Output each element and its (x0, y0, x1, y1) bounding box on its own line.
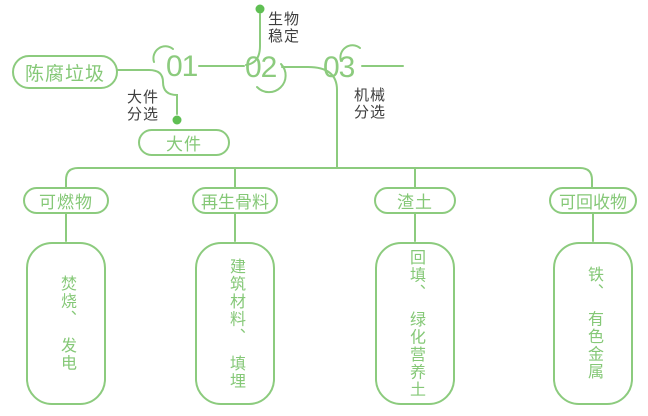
result-text: 建筑材料、 填埋 (227, 257, 244, 390)
result-text: 焚烧、 发电 (58, 275, 75, 372)
flow-line-root-to-bigitem (116, 69, 178, 115)
result-text: 铁、 有色金属 (585, 266, 602, 381)
connector-dot-bigitem (172, 115, 182, 125)
result-text: 回填、 绿化营养土 (407, 248, 424, 399)
step-label-line: 分选 (127, 106, 160, 123)
step-number-02: 02 (245, 51, 277, 84)
category-node-recyclables: 可回收物 (549, 187, 637, 214)
result-box-slag-soil: 回填、 绿化营养土 (375, 242, 455, 405)
root-node: 陈腐垃圾 (12, 55, 118, 89)
result-box-recycled-aggregate: 建筑材料、 填埋 (195, 242, 275, 405)
output-node-bigitem: 大件 (138, 129, 230, 156)
flourish-tail-02 (256, 63, 287, 94)
step-number-03: 03 (323, 51, 355, 84)
result-box-combustibles: 焚烧、 发电 (26, 242, 106, 405)
flow-line-bio (245, 13, 261, 66)
step-label-line: 生物 (268, 11, 301, 28)
flourish-arc-03 (339, 44, 361, 62)
step-label-bio-stabilization: 生物 稳定 (268, 11, 300, 45)
step-label-line: 大件 (127, 89, 160, 106)
category-node-slag-soil: 渣土 (374, 187, 456, 214)
flow-line-02-trunk (281, 66, 338, 169)
step-label-line: 机械 (354, 87, 387, 104)
branch-rail (65, 167, 593, 190)
connector-dot-bio (255, 4, 265, 14)
step-label-bulky-sorting: 大件 分选 (127, 89, 159, 123)
step-number-01: 01 (166, 50, 198, 83)
category-node-combustibles: 可燃物 (23, 187, 109, 214)
category-node-recycled-aggregate: 再生骨料 (192, 187, 278, 214)
step-label-mechanical-sorting: 机械 分选 (354, 87, 386, 121)
step-label-line: 稳定 (268, 28, 301, 45)
flourish-arc-01 (152, 45, 174, 63)
step-label-line: 分选 (354, 104, 387, 121)
result-box-recyclables: 铁、 有色金属 (553, 242, 633, 405)
